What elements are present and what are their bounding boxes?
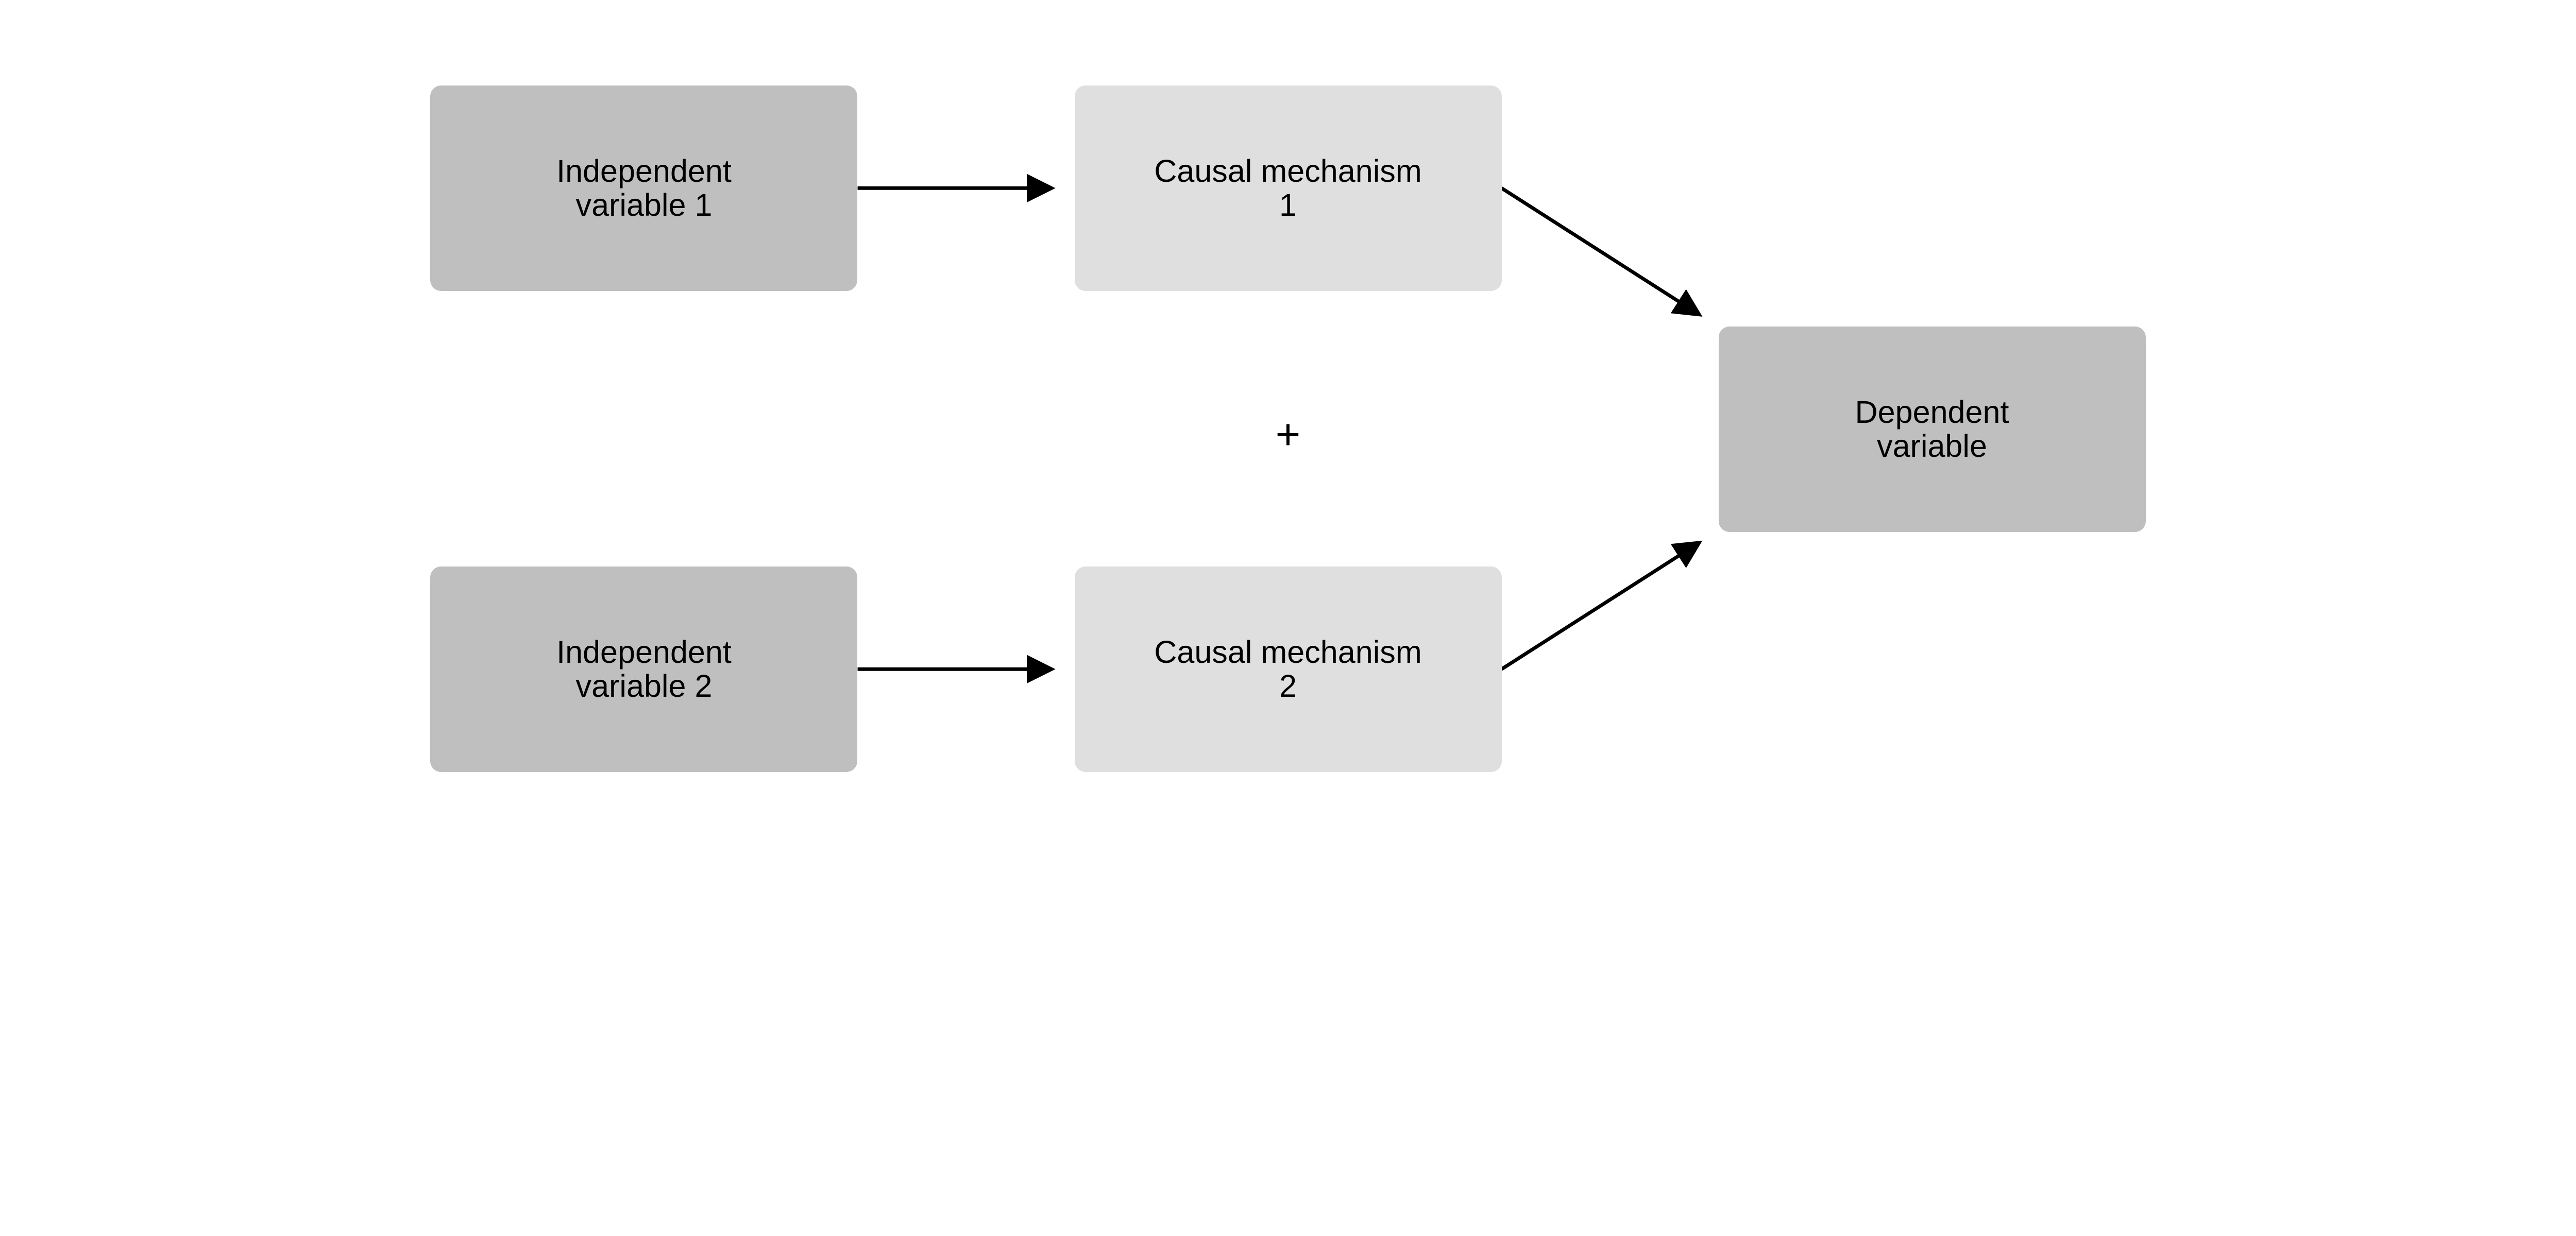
node-dependent-variable: Dependent variable	[1718, 326, 2146, 532]
node-label: Causal mechanism 1	[1154, 153, 1422, 223]
diagram-canvas: Independent variable 1 Causal mechanism …	[430, 85, 2146, 772]
arrows-layer	[857, 174, 1703, 684]
node-independent-variable-2: Independent variable 2	[430, 566, 858, 772]
node-label: Dependent variable	[1855, 394, 2009, 464]
arrow-cm2-to-dv	[1500, 540, 1703, 671]
plus-operator: +	[1275, 410, 1301, 458]
node-label: Causal mechanism 2	[1154, 634, 1422, 704]
arrow-cm1-to-dv	[1500, 186, 1703, 317]
node-causal-mechanism-1: Causal mechanism 1	[1074, 85, 1502, 291]
node-causal-mechanism-2: Causal mechanism 2	[1074, 566, 1502, 772]
node-independent-variable-1: Independent variable 1	[430, 85, 858, 291]
node-label: Independent variable 1	[556, 153, 732, 223]
node-label: Independent variable 2	[556, 634, 732, 704]
